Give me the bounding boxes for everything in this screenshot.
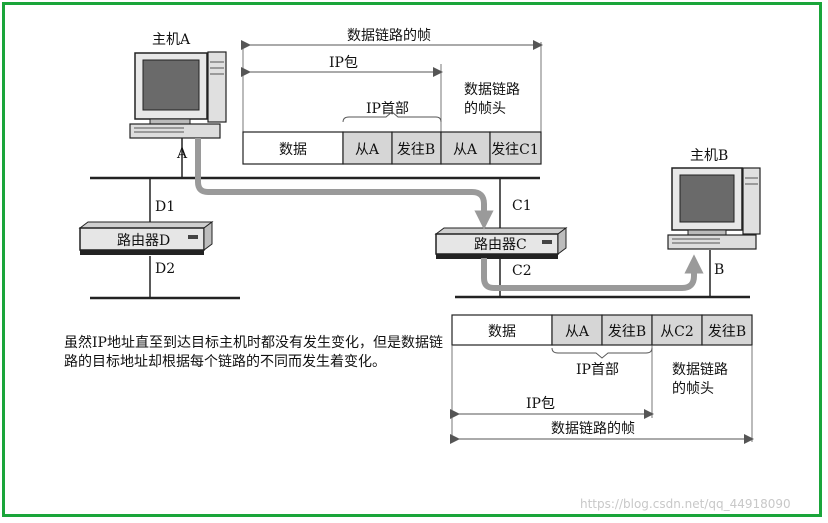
bottom-cell-dst-ip: 发往B <box>608 324 646 340</box>
bottom-cell-src-ip: 从A <box>565 324 590 340</box>
top-frame-cells <box>242 131 542 165</box>
green-frame <box>2 2 822 517</box>
bottom-dl-header-label-line1: 数据链路 <box>672 362 728 378</box>
router-c-label: 路由器C <box>474 237 527 253</box>
top-cell-data: 数据 <box>279 142 307 158</box>
host-a-port-label: A <box>176 146 188 162</box>
host-b-computer-icon <box>667 167 761 250</box>
top-ip-packet-label: IP包 <box>329 55 358 71</box>
router-d-port-bottom: D2 <box>155 261 175 277</box>
router-d-label: 路由器D <box>117 233 170 249</box>
top-ip-header-label: IP首部 <box>366 101 409 117</box>
top-dl-header-label-line1: 数据链路 <box>464 82 520 98</box>
host-a-computer-icon <box>129 51 227 139</box>
host-b-title: 主机B <box>690 148 728 164</box>
top-cell-dst-mac: 发往C1 <box>491 142 539 158</box>
flow-arrow-c-to-b <box>481 254 704 291</box>
router-c-icon <box>434 227 568 259</box>
bottom-ip-packet-label: IP包 <box>526 396 555 412</box>
bottom-cell-dst-mac: 发往B <box>708 324 746 340</box>
top-cell-src-ip: 从A <box>355 142 380 158</box>
router-c-port-top: C1 <box>512 198 532 214</box>
host-b-port-label: B <box>714 262 724 278</box>
explanation-note: 虽然IP地址直至到达目标主机时都没有发生变化，但是数据链路的目标地址却根据每个链… <box>64 335 443 370</box>
bottom-cell-data: 数据 <box>488 324 516 340</box>
watermark: https://blog.csdn.net/qq_44918090 <box>580 497 791 511</box>
top-frame-label: 数据链路的帧 <box>347 28 431 44</box>
bottom-dl-header-label-line2: 的帧头 <box>672 381 714 397</box>
top-dl-header-label-line2: 的帧头 <box>464 101 506 117</box>
host-a-title: 主机A <box>152 32 191 48</box>
flow-arrow-a-to-c <box>195 138 494 230</box>
top-cell-dst-ip: 发往B <box>397 142 435 158</box>
router-d-icon <box>78 221 214 255</box>
bottom-frame-label: 数据链路的帧 <box>551 421 635 437</box>
router-c-port-bottom: C2 <box>512 263 532 279</box>
router-d-port-top: D1 <box>155 199 175 215</box>
top-cell-src-mac: 从A <box>453 142 478 158</box>
bottom-ip-header-label: IP首部 <box>576 362 619 378</box>
bottom-cell-src-mac: 从C2 <box>660 324 694 340</box>
bottom-frame-cells <box>451 314 753 346</box>
